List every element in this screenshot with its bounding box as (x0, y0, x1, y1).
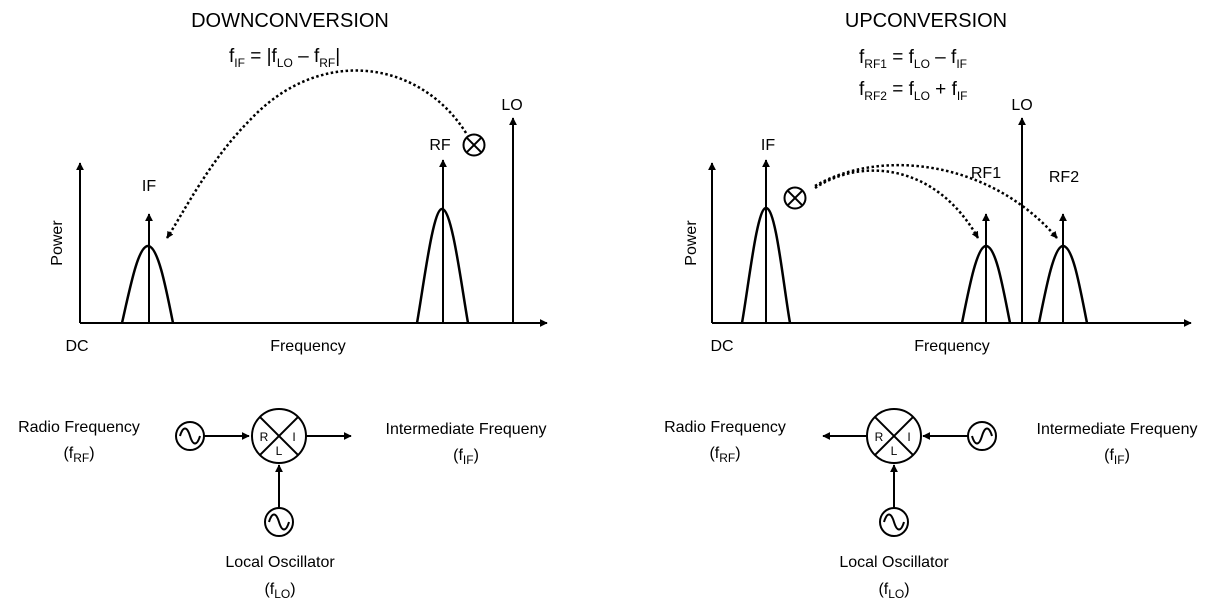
mixer-port-i: I (292, 430, 295, 444)
upconversion-panel: UPCONVERSION fRF1 = fLO – fIF fRF2 = fLO… (664, 10, 1197, 601)
rf-peak-label: RF (429, 137, 451, 154)
mixer-port-l: L (891, 444, 898, 458)
rf-output-label: Radio Frequency (664, 419, 786, 436)
mixer-icon: R I L (251, 408, 307, 464)
lo-peak-label: LO (1011, 97, 1032, 114)
lo-freq: (fLO) (878, 581, 909, 601)
rf2-peak-label: RF2 (1049, 169, 1079, 186)
mixer-port-r: R (875, 430, 884, 444)
rf-output-freq: (fRF) (709, 445, 740, 465)
downconversion-equation: fIF = |fLO – fRF| (229, 46, 340, 70)
mixer-port-l: L (276, 444, 283, 458)
mixer-symbol-icon (462, 133, 486, 157)
lo-label: Local Oscillator (225, 554, 335, 571)
downconversion-title: DOWNCONVERSION (191, 10, 389, 32)
mixer-port-r: R (260, 430, 269, 444)
lo-freq: (fLO) (264, 581, 295, 601)
sine-source-icon (175, 421, 205, 451)
upconversion-block-diagram: Radio Frequency (fRF) R I L Intermediate… (664, 408, 1198, 601)
upconversion-equation-rf2: fRF2 = fLO + fIF (859, 79, 968, 103)
sine-source-icon (967, 421, 997, 451)
frequency-axis-label: Frequency (270, 338, 346, 355)
if-input-freq: (fIF) (1104, 447, 1130, 467)
if-peak-label: IF (761, 137, 775, 154)
lo-sine-source-icon (264, 507, 294, 537)
if-lobe (120, 244, 175, 324)
upconversion-title: UPCONVERSION (845, 10, 1007, 32)
if-output-label: Intermediate Frequeny (386, 421, 547, 438)
power-axis-label: Power (49, 220, 66, 266)
mixer-port-i: I (907, 430, 910, 444)
downconversion-panel: DOWNCONVERSION fIF = |fLO – fRF| Power F… (18, 10, 548, 601)
frequency-axis-label: Frequency (914, 338, 990, 355)
mixer-icon: R I L (866, 408, 922, 464)
downconversion-block-diagram: Radio Frequency (fRF) R I L Intermediate… (18, 408, 547, 601)
downconvert-arrow (165, 69, 468, 239)
lo-peak-label: LO (501, 97, 522, 114)
if-peak-label: IF (142, 178, 156, 195)
lo-label: Local Oscillator (839, 554, 949, 571)
dc-label: DC (65, 338, 88, 355)
power-axis-label: Power (683, 220, 700, 266)
rf-source-freq: (fRF) (63, 445, 94, 465)
mixer-symbol-icon (783, 186, 807, 210)
if-output-freq: (fIF) (453, 447, 479, 467)
rf-source-label: Radio Frequency (18, 419, 140, 436)
if-input-label: Intermediate Frequeny (1037, 421, 1198, 438)
rf1-peak-label: RF1 (971, 165, 1001, 182)
lo-sine-source-icon (879, 507, 909, 537)
upconvert-arrow-rf2 (814, 163, 1058, 239)
upconvert-arrow-rf1 (814, 169, 980, 239)
upconversion-equation-rf1: fRF1 = fLO – fIF (859, 47, 967, 71)
dc-label: DC (710, 338, 733, 355)
